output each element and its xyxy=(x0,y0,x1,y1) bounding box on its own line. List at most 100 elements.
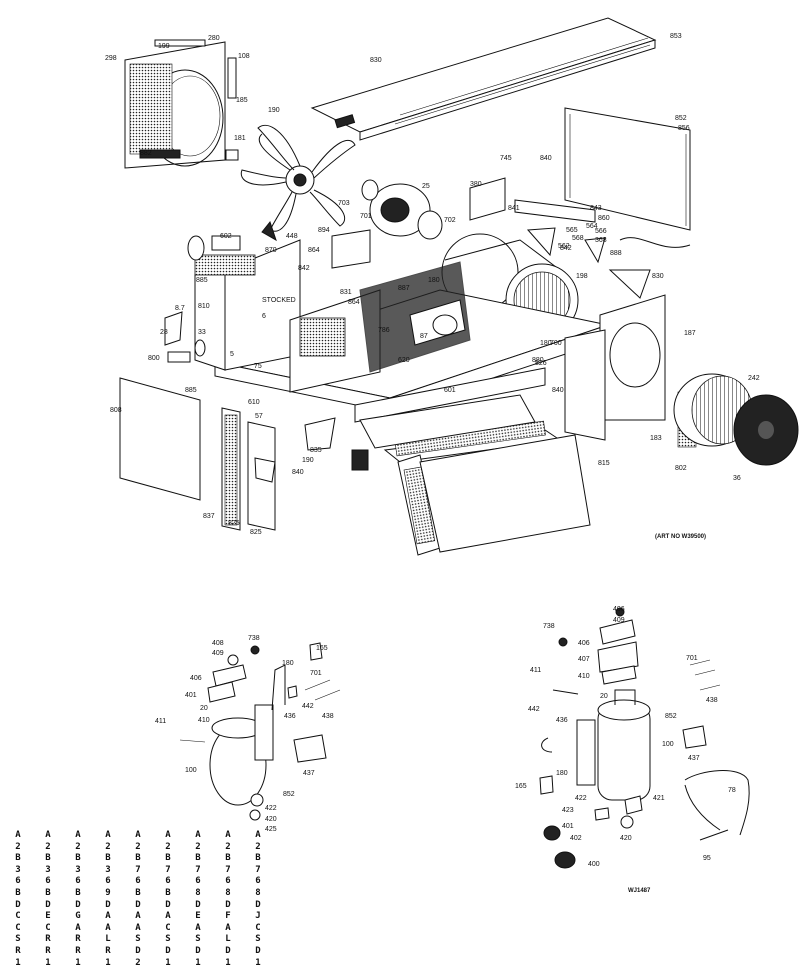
rc-411: 411 xyxy=(530,667,541,674)
rc-420: 420 xyxy=(620,835,632,842)
model-char: B xyxy=(15,853,21,864)
model-char: E xyxy=(195,911,201,922)
model-char: 8 xyxy=(255,887,261,898)
label-856: 856 xyxy=(678,125,690,132)
label-830b: 830 xyxy=(652,273,664,280)
lc-20: 20 xyxy=(200,705,208,712)
label-185: 185 xyxy=(236,97,248,104)
label-842b: 842 xyxy=(298,265,310,272)
label-566: 566 xyxy=(595,228,607,235)
label-565: 565 xyxy=(566,227,578,234)
label-702: 702 xyxy=(444,217,456,224)
model-char: 8 xyxy=(195,887,201,898)
model-char: 2 xyxy=(45,841,51,852)
model-char: 6 xyxy=(225,876,231,887)
label-187: 187 xyxy=(684,330,696,337)
model-char: 6 xyxy=(105,876,111,887)
triangle-bracket xyxy=(526,227,556,257)
model-char: C xyxy=(15,911,21,922)
rc-410: 410 xyxy=(578,673,590,680)
model-char: 1 xyxy=(165,957,171,968)
label-786: 786 xyxy=(378,327,390,334)
model-char: S xyxy=(195,934,201,945)
rc-100: 100 xyxy=(662,741,674,748)
label-800: 800 xyxy=(148,355,160,362)
label-887: 887 xyxy=(398,285,410,292)
model-char: B xyxy=(45,853,51,864)
model-char: 6 xyxy=(135,876,141,887)
model-char: A xyxy=(75,830,81,840)
label-8-7: 8.7 xyxy=(175,305,185,312)
label-835: 835 xyxy=(310,447,322,454)
label-815: 815 xyxy=(598,460,610,467)
model-char: 7 xyxy=(255,864,261,875)
model-char: R xyxy=(45,934,51,945)
fan-shroud xyxy=(124,39,237,169)
label-825b: 825 xyxy=(250,529,262,536)
model-char: R xyxy=(75,934,81,945)
label-825: 825 xyxy=(228,520,240,527)
label-448: 448 xyxy=(286,233,298,240)
lc-442: 442 xyxy=(302,703,314,710)
front-side-panel xyxy=(119,377,201,501)
label-28: 28 xyxy=(160,329,168,336)
label-298: 298 xyxy=(105,55,117,62)
rear-panel xyxy=(564,107,691,231)
model-char: D xyxy=(135,945,141,956)
model-char: C xyxy=(255,922,261,933)
lc-438: 438 xyxy=(322,713,334,720)
model-char: C xyxy=(15,922,21,933)
lc-410: 410 xyxy=(198,717,210,724)
lc-409: 409 xyxy=(212,650,224,657)
lc-420: 420 xyxy=(265,816,277,823)
label-700: 700 xyxy=(550,340,562,347)
model-char: 2 xyxy=(195,841,201,852)
lc-100: 100 xyxy=(185,767,197,774)
model-char: B xyxy=(165,887,171,898)
label-601: 601 xyxy=(444,387,456,394)
label-602: 602 xyxy=(220,233,232,240)
label-885b: 885 xyxy=(185,387,197,394)
capacitor-left xyxy=(187,235,205,261)
label-190b: 190 xyxy=(302,457,314,464)
control-box xyxy=(211,235,241,251)
model-char: 2 xyxy=(225,841,231,852)
label-840c: 840 xyxy=(292,469,304,476)
lc-437: 437 xyxy=(303,770,315,777)
model-char: 1 xyxy=(255,957,261,968)
model-char: 6 xyxy=(195,876,201,887)
model-char: D xyxy=(225,899,231,910)
rc-409: 409 xyxy=(613,617,625,624)
lc-436: 436 xyxy=(284,713,296,720)
label-853: 853 xyxy=(670,33,682,40)
label-840b: 840 xyxy=(552,387,564,394)
lc-425: 425 xyxy=(265,826,277,833)
lc-401: 401 xyxy=(185,692,197,699)
model-char: F xyxy=(225,911,231,922)
label-5: 5 xyxy=(230,351,234,358)
model-char: 1 xyxy=(45,957,51,968)
lc-422: 422 xyxy=(265,805,277,812)
label-33: 33 xyxy=(198,329,206,336)
model-char: D xyxy=(165,899,171,910)
model-char: R xyxy=(45,945,51,956)
model-char: 1 xyxy=(105,957,111,968)
rc-78: 78 xyxy=(728,787,736,794)
rc-852: 852 xyxy=(665,713,677,720)
model-char: D xyxy=(45,899,51,910)
label-870: 870 xyxy=(265,247,277,254)
label-864: 864 xyxy=(308,247,320,254)
label-380: 380 xyxy=(470,181,482,188)
label-837: 837 xyxy=(203,513,215,520)
label-25: 25 xyxy=(422,183,430,190)
label-841: 841 xyxy=(508,205,520,212)
rc-436: 436 xyxy=(556,717,568,724)
rc-407: 407 xyxy=(578,656,590,663)
label-36: 36 xyxy=(733,475,741,482)
rc-165: 165 xyxy=(515,783,527,790)
top-cover-panel xyxy=(310,17,657,141)
label-108: 108 xyxy=(238,53,250,60)
label-831: 831 xyxy=(340,289,352,296)
model-char: A xyxy=(225,922,231,933)
